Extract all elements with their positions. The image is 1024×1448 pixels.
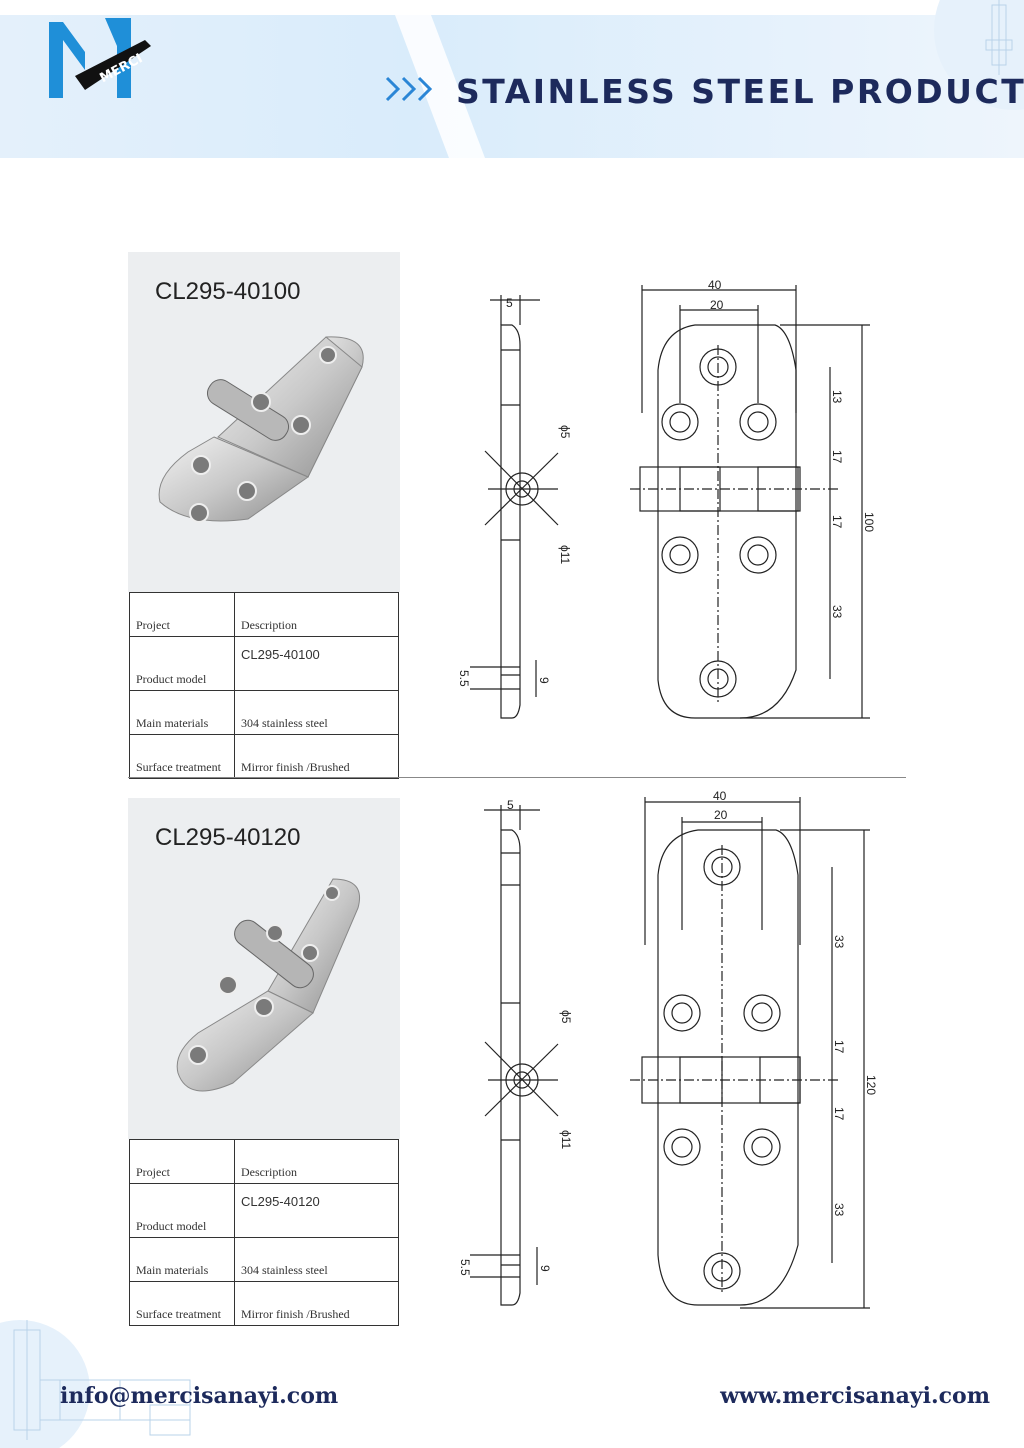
product-card-2: CL295-40120 (128, 798, 400, 1139)
section-divider (128, 777, 906, 778)
hinge-photo-icon (158, 336, 364, 523)
dim-total-length: 100 (862, 512, 876, 532)
table-cell-label: Main materials (129, 690, 235, 735)
dim-9: 9 (538, 1265, 552, 1272)
dim-width-20: 20 (714, 808, 728, 822)
page-title: STAINLESS STEEL PRODUCTS (456, 72, 1024, 111)
table-cell-value: 304 stainless steel (234, 1237, 399, 1282)
dim-segment-3: 17 (832, 1107, 846, 1121)
dim-total-length: 120 (864, 1075, 878, 1095)
table-row: Product model CL295-40100 (129, 636, 399, 691)
chevrons-icon (385, 76, 433, 102)
table-row: Project Description (129, 592, 399, 637)
technical-drawing-2: 5 40 20 ϕ5 ϕ11 5.5 9 33 17 17 33 120 (458, 789, 878, 1309)
footer-email-link[interactable]: info@mercisanayi.com (60, 1383, 339, 1409)
table-row: Surface treatment Mirror finish /Brushed (129, 734, 399, 779)
table-row: Product model CL295-40120 (129, 1183, 399, 1238)
dim-segment-3: 17 (830, 515, 844, 529)
table-header-description: Description (234, 1139, 399, 1184)
dim-5-5: 5.5 (458, 1259, 472, 1276)
dim-width-20: 20 (710, 298, 724, 312)
dim-width-40: 40 (708, 278, 722, 292)
table-header-project: Project (129, 592, 235, 637)
dim-segment-1: 33 (832, 935, 846, 949)
dim-5-5: 5.5 (457, 670, 471, 687)
table-row: Project Description (129, 1139, 399, 1184)
product-card-1: CL295-40100 (128, 252, 400, 592)
table-cell-value: CL295-40100 (234, 636, 399, 691)
blueprint-decoration-icon (0, 1320, 191, 1448)
hinge-photo-icon (176, 878, 360, 1092)
dim-hole-diameter: ϕ5 (559, 1010, 573, 1024)
technical-drawing-1: 5 40 20 ϕ5 ϕ11 5.5 9 13 17 17 33 100 (457, 278, 876, 719)
dim-countersink-diameter: ϕ11 (559, 1130, 573, 1150)
table-header-project: Project (129, 1139, 235, 1184)
table-row: Main materials 304 stainless steel (129, 1237, 399, 1282)
product-model-title: CL295-40120 (155, 824, 301, 851)
dim-segment-1: 13 (830, 390, 844, 404)
footer-website-link[interactable]: www.mercisanayi.com (720, 1383, 990, 1409)
table-row: Surface treatment Mirror finish /Brushed (129, 1281, 399, 1326)
dim-9: 9 (537, 677, 551, 684)
dim-segment-2: 17 (830, 450, 844, 464)
spec-table-1: Project Description Product model CL295-… (129, 592, 399, 779)
table-cell-value: Mirror finish /Brushed (234, 734, 399, 779)
table-cell-label: Product model (129, 1183, 235, 1238)
table-cell-value: 304 stainless steel (234, 690, 399, 735)
product-model-title: CL295-40100 (155, 278, 301, 305)
header-band (0, 15, 1024, 158)
dim-width-40: 40 (713, 789, 727, 803)
dim-segment-4: 33 (832, 1203, 846, 1217)
dim-segment-2: 17 (832, 1040, 846, 1054)
table-header-description: Description (234, 592, 399, 637)
spec-table-2: Project Description Product model CL295-… (129, 1139, 399, 1326)
merci-logo-icon: MERCI (49, 18, 151, 98)
dim-segment-4: 33 (830, 605, 844, 619)
blueprint-decoration-icon (934, 0, 1024, 110)
table-cell-label: Main materials (129, 1237, 235, 1282)
dim-countersink-diameter: ϕ11 (558, 545, 572, 565)
dim-hole-diameter: ϕ5 (558, 425, 572, 439)
table-cell-value: Mirror finish /Brushed (234, 1281, 399, 1326)
table-cell-label: Product model (129, 636, 235, 691)
table-row: Main materials 304 stainless steel (129, 690, 399, 735)
table-cell-label: Surface treatment (129, 1281, 235, 1326)
dim-thickness: 5 (506, 296, 513, 310)
table-cell-value: CL295-40120 (234, 1183, 399, 1238)
dim-thickness: 5 (507, 798, 514, 812)
table-cell-label: Surface treatment (129, 734, 235, 779)
